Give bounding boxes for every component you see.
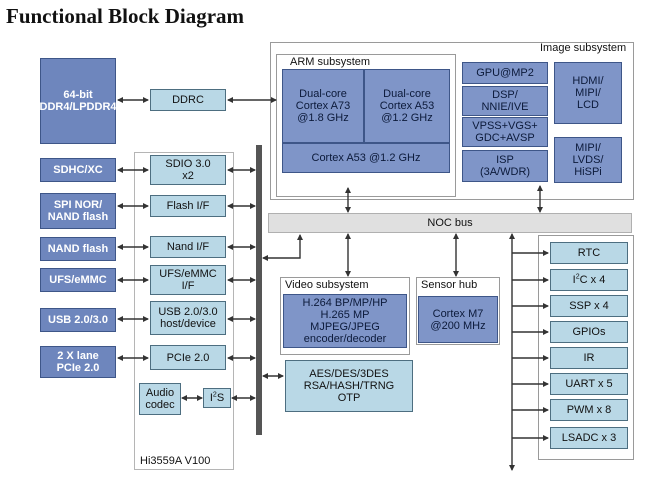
spi-nor-block: SPI NOR/ NAND flash <box>40 193 116 229</box>
i2c-block: I2C x 4 <box>550 269 628 291</box>
sdhc-block: SDHC/XC <box>40 158 116 182</box>
cortex-a53-dual-block: Dual-core Cortex A53 @1.2 GHz <box>364 69 450 143</box>
arm-subsystem-frame <box>276 54 456 197</box>
lsadc-block: LSADC x 3 <box>550 427 628 449</box>
security-block: AES/DES/3DES RSA/HASH/TRNG OTP <box>285 360 413 412</box>
image-subsystem-label: Image subsystem <box>540 42 627 54</box>
ssp-block: SSP x 4 <box>550 295 628 317</box>
cortex-a73-block: Dual-core Cortex A73 @1.8 GHz <box>282 69 364 143</box>
nand-flash-block: NAND flash <box>40 237 116 261</box>
sdio-block: SDIO 3.0 x2 <box>150 155 226 185</box>
uart-block: UART x 5 <box>550 373 628 395</box>
cortex-m7-block: Cortex M7 @200 MHz <box>418 296 498 343</box>
i2c-text: I2C x 4 <box>572 273 606 286</box>
chip-frame <box>134 152 234 470</box>
sensor-hub-frame <box>416 277 500 345</box>
mipi-block: MIPI/ LVDS/ HiSPi <box>554 137 622 183</box>
audio-codec-block: Audio codec <box>139 383 181 415</box>
diagram-title: Functional Block Diagram <box>6 4 245 28</box>
internal-bus-bar <box>256 145 262 435</box>
ddr-memory-block: 64-bit DDR4/LPDDR4 <box>40 58 117 144</box>
video-subsystem-label: Video subsystem <box>285 279 369 291</box>
isp-block: ISP (3A/WDR) <box>462 150 548 182</box>
ddrc-block: DDRC <box>150 89 226 111</box>
video-codec-block: H.264 BP/MP/HP H.265 MP MJPEG/JPEG encod… <box>283 294 407 348</box>
noc-bus: NOC bus <box>268 213 632 233</box>
arm-subsystem-label: ARM subsystem <box>290 56 371 68</box>
i2s-block: I2S <box>203 388 231 408</box>
chip-label: Hi3559A V100 <box>140 455 211 467</box>
pcie-external-block: 2 X lane PCIe 2.0 <box>40 346 116 378</box>
pwm-block: PWM x 8 <box>550 399 628 421</box>
gpu-block: GPU@MP2 <box>462 62 548 84</box>
ufs-emmc-block: UFS/eMMC <box>40 268 116 292</box>
vpss-block: VPSS+VGS+ GDC+AVSP <box>462 117 548 147</box>
arrow-bus-noc <box>262 234 303 261</box>
image-subsystem-frame <box>270 42 634 200</box>
peripheral-frame <box>538 235 634 460</box>
usb-block: USB 2.0/3.0 <box>40 308 116 332</box>
gpio-block: GPIOs <box>550 321 628 343</box>
rtc-block: RTC <box>550 242 628 264</box>
usb-host-block: USB 2.0/3.0 host/device <box>150 301 226 335</box>
cortex-a53-block: Cortex A53 @1.2 GHz <box>282 143 450 173</box>
ir-block: IR <box>550 347 628 369</box>
sensor-hub-label: Sensor hub <box>421 279 478 291</box>
pcie-if-block: PCIe 2.0 <box>150 345 226 370</box>
i2s-text: I2S <box>209 391 225 404</box>
video-subsystem-frame <box>280 277 410 355</box>
dsp-block: DSP/ NNIE/IVE <box>462 86 548 116</box>
flash-if-block: Flash I/F <box>150 195 226 217</box>
hdmi-block: HDMI/ MIPI/ LCD <box>554 62 622 124</box>
ufs-if-block: UFS/eMMC I/F <box>150 265 226 295</box>
nand-if-block: Nand I/F <box>150 236 226 258</box>
